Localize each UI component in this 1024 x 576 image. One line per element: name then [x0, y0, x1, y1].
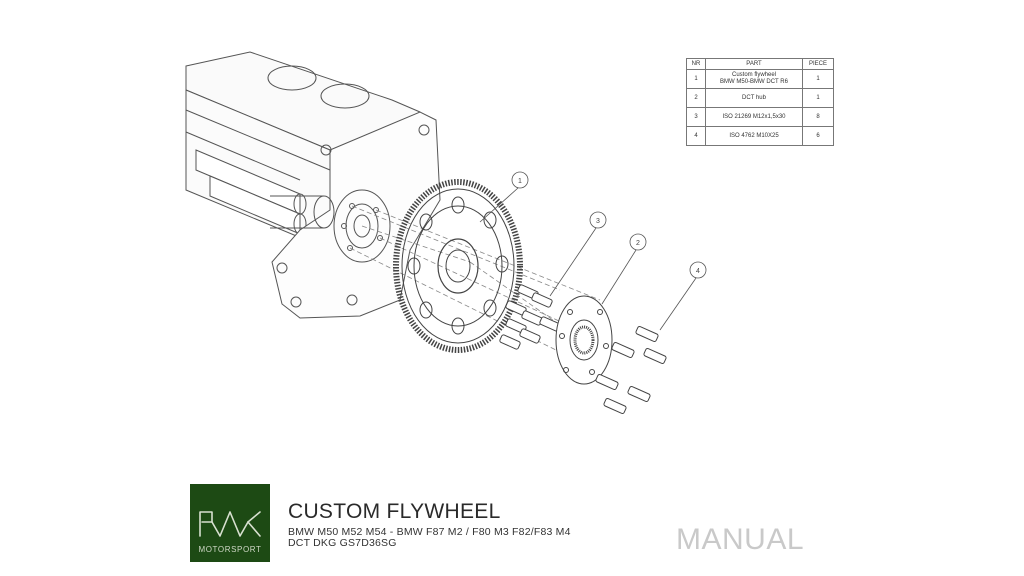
- parts-table-header: NR PART PIECE: [686, 58, 834, 70]
- row-nr: 1: [686, 69, 706, 89]
- engine-block: [186, 52, 440, 318]
- flywheel: [396, 182, 520, 350]
- row-nr: 4: [686, 126, 706, 146]
- svg-text:3: 3: [596, 218, 600, 225]
- row-part: ISO 4762 M10X25: [705, 126, 803, 146]
- flywheel-bolts: [499, 284, 561, 349]
- row-nr: 3: [686, 107, 706, 127]
- svg-text:1: 1: [518, 178, 522, 185]
- brand-logo: MOTORSPORT: [190, 484, 270, 562]
- callouts: 1 2 3 4: [480, 172, 706, 330]
- hub-bolts: [595, 326, 666, 414]
- subtitle-line-2: DCT DKG GS7D36SG: [288, 537, 397, 549]
- header-part: PART: [705, 58, 803, 70]
- dct-hub: [556, 296, 612, 384]
- page-subtitle: BMW M50 M52 M54 - BMW F87 M2 / F80 M3 F8…: [288, 527, 648, 549]
- row-piece: 1: [802, 88, 834, 108]
- svg-text:4: 4: [696, 268, 700, 275]
- header-piece: PIECE: [802, 58, 834, 70]
- row-part: ISO 21269 M12x1,5x30: [705, 107, 803, 127]
- table-row: 3 ISO 21269 M12x1,5x30 8: [686, 107, 834, 127]
- table-row: 4 ISO 4762 M10X25 6: [686, 126, 834, 146]
- subtitle-line-1: BMW M50 M52 M54 - BMW F87 M2 / F80 M3 F8…: [288, 526, 571, 538]
- callout-4: 4: [660, 262, 706, 330]
- row-piece: 6: [802, 126, 834, 146]
- manual-watermark: MANUAL: [676, 523, 805, 556]
- logo-mark-icon: [199, 511, 261, 537]
- header-nr: NR: [686, 58, 706, 70]
- callout-2: 2: [602, 234, 646, 304]
- callout-3: 3: [550, 212, 606, 296]
- table-row: 2 DCT hub 1: [686, 88, 834, 108]
- callout-1: 1: [480, 172, 528, 222]
- row-part: DCT hub: [705, 88, 803, 108]
- page-title: CUSTOM FLYWHEEL: [288, 500, 501, 523]
- logo-text: MOTORSPORT: [198, 545, 262, 554]
- row-nr: 2: [686, 88, 706, 108]
- svg-text:2: 2: [636, 240, 640, 247]
- row-piece: 1: [802, 69, 834, 89]
- row-piece: 8: [802, 107, 834, 127]
